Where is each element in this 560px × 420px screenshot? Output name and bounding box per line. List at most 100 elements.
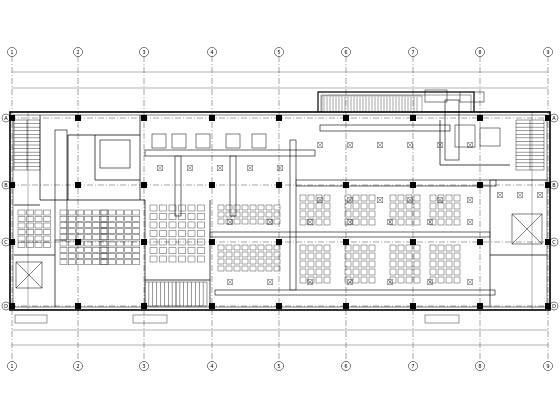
column	[9, 182, 15, 188]
diffuser-cross	[407, 142, 413, 148]
desk	[17, 229, 26, 235]
desk	[453, 194, 461, 202]
axis-bubble: 9	[543, 361, 553, 371]
desk	[34, 235, 43, 242]
desk	[76, 216, 84, 222]
desk	[352, 202, 360, 210]
desk	[132, 253, 140, 259]
desk	[344, 252, 352, 260]
desk	[241, 211, 249, 218]
desk	[68, 209, 76, 216]
desk	[368, 210, 376, 218]
desk	[453, 202, 461, 210]
structural-columns	[9, 115, 551, 309]
diffuser	[537, 192, 543, 198]
axis-bubble: D	[549, 301, 559, 311]
desk	[233, 251, 241, 258]
desk	[168, 230, 177, 237]
desk	[26, 242, 34, 248]
desk	[397, 260, 405, 268]
desk	[249, 265, 257, 272]
desk	[68, 247, 76, 253]
diffuser-cross	[427, 219, 433, 225]
diffuser	[377, 197, 383, 203]
diffuser-cross	[267, 219, 273, 225]
desk	[92, 259, 100, 265]
desk	[84, 259, 92, 265]
desk	[124, 240, 132, 247]
desk	[132, 216, 140, 222]
desk	[413, 210, 421, 218]
desk	[84, 216, 92, 222]
desk	[43, 235, 51, 242]
desk	[241, 265, 249, 272]
diffuser	[427, 279, 433, 285]
desk	[397, 252, 405, 260]
desk	[344, 210, 352, 218]
column	[477, 239, 483, 245]
desk	[84, 222, 92, 228]
desk	[323, 252, 331, 260]
column	[9, 115, 15, 121]
desk	[187, 204, 196, 212]
diffuser	[157, 165, 163, 171]
desk	[159, 230, 167, 237]
column	[410, 303, 416, 309]
svg-text:D: D	[4, 304, 8, 310]
desk	[429, 194, 437, 202]
desk	[249, 251, 257, 258]
desk	[116, 247, 124, 253]
desk	[389, 268, 397, 276]
desk	[99, 259, 108, 265]
desk	[437, 252, 445, 260]
dimension-lines	[12, 71, 548, 346]
desk	[159, 255, 167, 263]
column	[477, 303, 483, 309]
desk	[307, 202, 315, 210]
diffuser-cross	[347, 142, 353, 148]
desk	[453, 268, 461, 276]
note-boxes	[14, 314, 460, 324]
desk	[241, 204, 249, 211]
column	[343, 239, 349, 245]
svg-text:3: 3	[142, 364, 145, 370]
svg-text:5: 5	[277, 364, 280, 370]
desk	[437, 268, 445, 276]
desk	[225, 211, 233, 218]
diffuser	[517, 192, 523, 198]
desk	[405, 268, 413, 276]
desk	[299, 260, 307, 268]
axis-bubble: 1	[7, 361, 17, 371]
desk	[368, 218, 376, 226]
diffuser	[247, 165, 253, 171]
diffuser	[317, 142, 323, 148]
desk	[26, 209, 34, 216]
column	[477, 182, 483, 188]
svg-text:7: 7	[411, 50, 414, 56]
axis-bubbles-right: A B C D	[549, 113, 559, 311]
desk	[99, 240, 108, 247]
desk	[437, 244, 445, 252]
desk	[217, 218, 225, 225]
column	[9, 239, 15, 245]
diffuser	[427, 219, 433, 225]
diffuser-cross	[347, 219, 353, 225]
desk	[116, 259, 124, 265]
diffuser-cross	[467, 142, 473, 148]
hatched-shaft-area	[321, 95, 423, 113]
desk	[352, 218, 360, 226]
desk	[307, 260, 315, 268]
desk	[445, 244, 453, 252]
desk	[273, 204, 281, 211]
svg-text:9: 9	[546, 364, 549, 370]
desk	[405, 260, 413, 268]
desk	[344, 260, 352, 268]
desk	[99, 216, 108, 222]
desk	[323, 244, 331, 252]
diffuser-cross	[377, 197, 383, 203]
desk	[149, 255, 158, 263]
desk	[389, 252, 397, 260]
desk	[34, 209, 43, 216]
desk	[108, 247, 116, 253]
column	[276, 182, 282, 188]
